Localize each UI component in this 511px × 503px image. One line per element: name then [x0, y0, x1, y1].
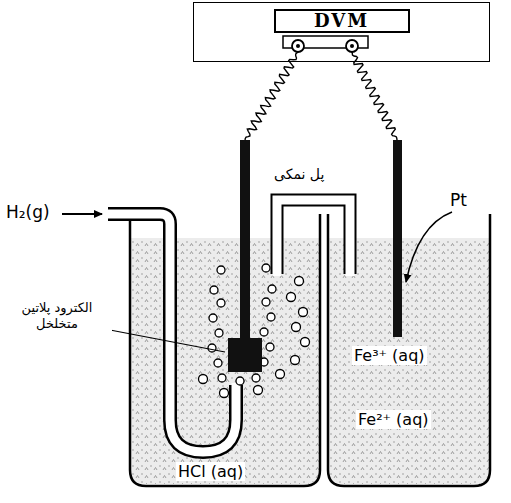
- terminal: [292, 40, 304, 52]
- lead-wires: [245, 52, 397, 140]
- solution-label: Fe²⁺ (aq): [356, 410, 431, 429]
- meter-label: DVM: [274, 9, 410, 33]
- porous-platinum-electrode: [228, 338, 262, 372]
- voltmeter-box: DVM: [193, 2, 490, 62]
- platinum-electrode: [393, 140, 402, 337]
- terminal: [346, 40, 358, 52]
- gas-arrow: [62, 213, 102, 215]
- pt-leader: [406, 212, 452, 282]
- electrode-leader: [110, 330, 225, 352]
- salt-bridge-label: پل نمکی: [272, 166, 326, 183]
- salt-bridge: [277, 200, 350, 274]
- solution-label: HCl (aq): [176, 462, 245, 481]
- electrode-label: Pt: [448, 190, 469, 210]
- hydrogen-bubbles: [199, 264, 310, 398]
- electrode-label: الکترود پلاتین متخلخل: [2, 300, 112, 331]
- solution-label: Fe³⁺ (aq): [352, 346, 427, 365]
- gas-label: H₂(g): [4, 202, 52, 222]
- lead-wire: [245, 52, 298, 140]
- lead-wire: [352, 52, 397, 140]
- left-electrode-rod: [240, 140, 250, 342]
